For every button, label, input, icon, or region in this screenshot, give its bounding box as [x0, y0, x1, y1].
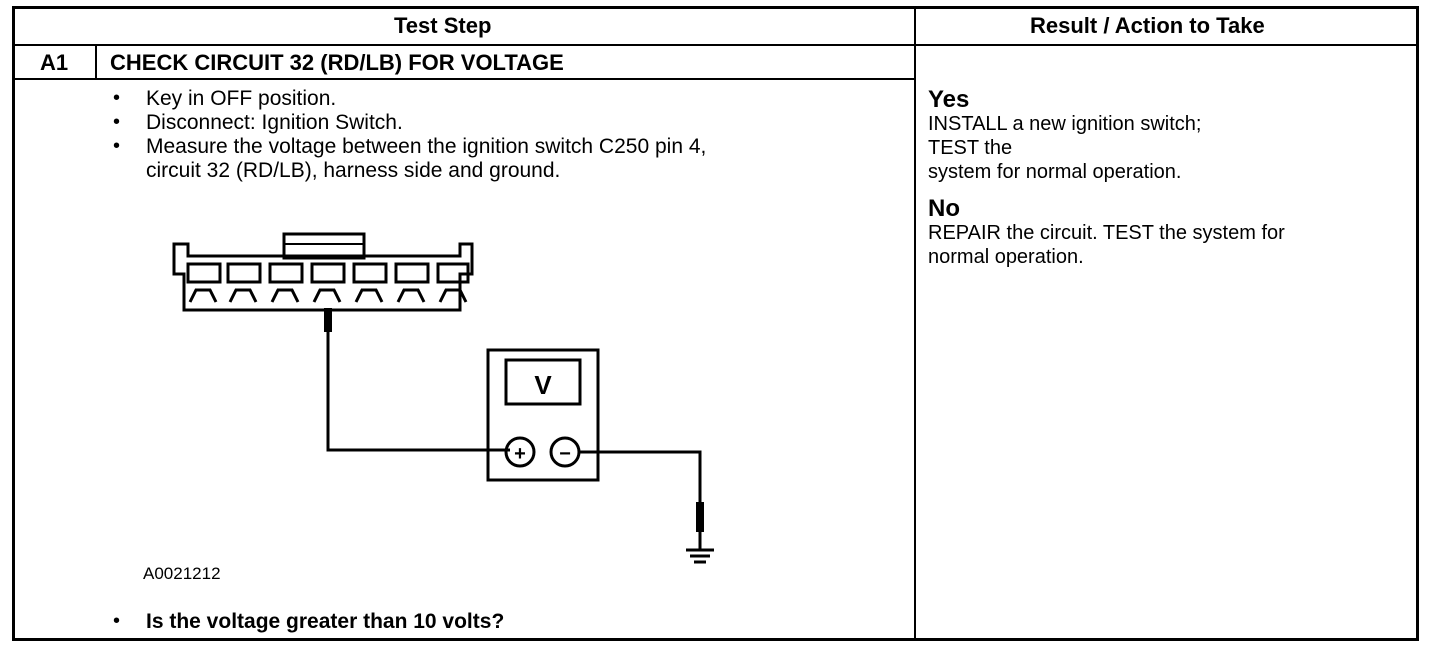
result-yes-line-1: INSTALL a new ignition switch;	[928, 113, 1202, 135]
positive-probe	[324, 308, 332, 332]
plus-symbol: +	[514, 443, 526, 465]
header-test-step: Test Step	[394, 13, 492, 38]
header-result-action: Result / Action to Take	[1030, 13, 1265, 38]
instruction-3-cont: circuit 32 (RD/LB), harness side and gro…	[146, 159, 561, 182]
step-id-divider	[95, 44, 97, 79]
voltmeter-display	[504, 358, 582, 406]
positive-terminal	[504, 436, 536, 468]
positive-lead	[326, 330, 510, 452]
table-border-left	[12, 6, 15, 641]
meter-label: V	[534, 370, 552, 400]
figure-id: A0021212	[143, 564, 221, 583]
instruction-3: Measure the voltage between the ignition…	[146, 135, 707, 158]
table-border-top	[12, 6, 1419, 9]
step-id: A1	[40, 50, 69, 75]
connector-shell	[172, 242, 474, 312]
connector-latch	[282, 232, 366, 260]
bullet-1: •	[113, 87, 121, 109]
header-separator	[12, 44, 1419, 46]
column-separator	[914, 6, 916, 641]
result-no-label: No	[928, 195, 960, 222]
question: Is the voltage greater than 10 volts?	[146, 610, 505, 633]
bullet-2: •	[113, 111, 121, 133]
result-yes-line-2: TEST the	[928, 137, 1013, 159]
step-title: CHECK CIRCUIT 32 (RD/LB) FOR VOLTAGE	[110, 50, 564, 75]
instruction-1: Key in OFF position.	[146, 87, 337, 110]
minus-symbol: −	[559, 443, 571, 465]
result-yes-line-3: system for normal operation.	[928, 161, 1182, 183]
step-title-separator	[12, 78, 915, 80]
bullet-3: •	[113, 135, 121, 157]
voltmeter-connection-diagram: V + −	[172, 232, 714, 564]
negative-probe	[696, 502, 704, 532]
result-no-line-2: normal operation.	[928, 246, 1084, 268]
negative-lead	[580, 450, 702, 502]
table-border-bottom	[12, 638, 1419, 641]
table-border-right	[1416, 6, 1419, 641]
instruction-2: Disconnect: Ignition Switch.	[146, 111, 403, 134]
bullet-question: •	[113, 610, 121, 632]
voltmeter-body	[486, 348, 600, 482]
negative-terminal	[549, 436, 581, 468]
result-no-line-1: REPAIR the circuit. TEST the system for	[928, 222, 1285, 244]
result-yes-label: Yes	[928, 86, 970, 113]
